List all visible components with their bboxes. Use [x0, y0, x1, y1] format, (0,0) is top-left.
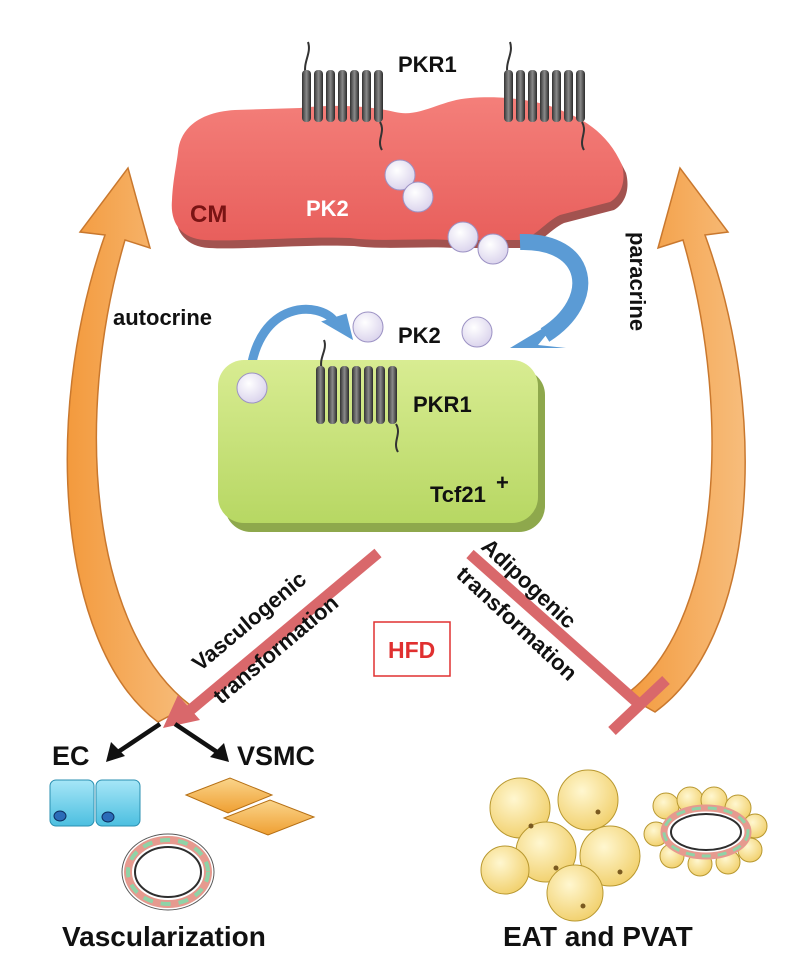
pk2-ligands-cm — [384, 159, 509, 265]
adipogenic-inhibition-bar — [466, 549, 670, 735]
autocrine-label: autocrine — [113, 305, 212, 330]
tcf21-superscript: + — [496, 470, 509, 495]
autocrine-arrow — [245, 304, 354, 376]
vascularization-label: Vascularization — [62, 921, 266, 952]
pkr1-receptor-right-icon — [504, 41, 585, 151]
vessel-ring-icon — [121, 833, 215, 911]
paracrine-label: paracrine — [625, 232, 650, 331]
vasculogenic-arrow — [163, 548, 382, 728]
tcf21-label: Tcf21 — [430, 482, 486, 507]
paracrine-arrow — [510, 233, 589, 348]
branch-arrow-vsmc — [173, 722, 229, 762]
tcf21-cell — [218, 360, 545, 532]
pkr1-receptor-mid-icon — [316, 339, 399, 453]
endothelial-cells-icon — [49, 779, 141, 827]
pk2-cm-label: PK2 — [306, 196, 349, 221]
pk2-ligands-mid — [236, 311, 493, 404]
hfd-label: HFD — [388, 637, 435, 663]
pkr1-receptor-left-icon — [302, 41, 383, 151]
cm-label: CM — [190, 201, 227, 228]
adipocyte-cluster-icon — [480, 769, 641, 922]
ec-label: EC — [52, 741, 90, 771]
pvat-icon — [643, 786, 768, 877]
feedback-arrow-right — [623, 166, 746, 713]
hfd-box — [373, 621, 451, 677]
feedback-arrow-left — [66, 166, 192, 723]
branch-arrow-ec — [106, 722, 162, 762]
pkr1-top-label: PKR1 — [398, 52, 457, 77]
vsmc-cells-icon — [184, 777, 316, 836]
eat-pvat-label: EAT and PVAT — [503, 921, 693, 952]
vsmc-label: VSMC — [237, 741, 315, 771]
pk2-mid-label: PK2 — [398, 323, 441, 348]
pkr1-mid-label: PKR1 — [413, 392, 472, 417]
